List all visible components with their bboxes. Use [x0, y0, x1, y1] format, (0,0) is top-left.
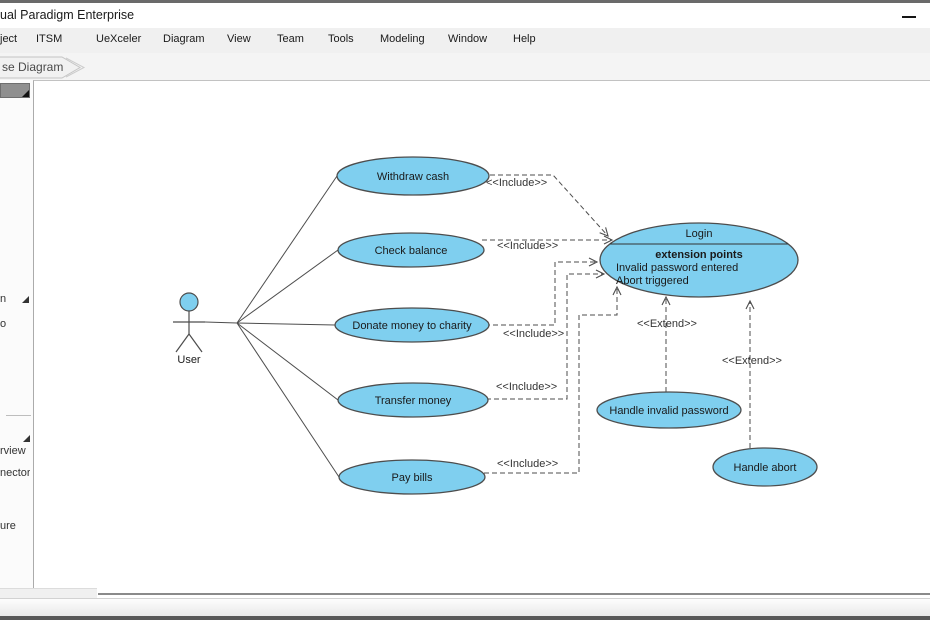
status-bar: [0, 598, 930, 616]
palette-expand-triangle-icon: [23, 435, 30, 442]
actor-head: [179, 292, 199, 312]
palette-expand-triangle-icon: [22, 296, 29, 303]
selected-tool-button[interactable]: [0, 83, 30, 98]
use-case-pay-bills[interactable]: Pay bills: [338, 459, 486, 495]
use-case-login[interactable]: Login extension points Invalid password …: [599, 222, 799, 298]
minimize-icon: [902, 16, 916, 18]
menu-item-diagram[interactable]: Diagram: [163, 33, 205, 45]
include-connector-pay-bills-login[interactable]: [484, 285, 622, 474]
palette-item-partial[interactable]: ure: [0, 520, 16, 532]
diagram-canvas[interactable]: <<Include>> <<Include>> <<Include>> <<In…: [33, 80, 930, 595]
palette-item-overview-partial[interactable]: rview: [0, 445, 26, 457]
use-case-label: Withdraw cash: [377, 171, 449, 183]
title-bar: ual Paradigm Enterprise: [0, 3, 930, 28]
use-case-label: Login: [686, 228, 713, 240]
menu-item-uexceler[interactable]: UeXceler: [96, 33, 142, 45]
use-case-withdraw-cash[interactable]: Withdraw cash: [336, 156, 490, 196]
use-case-label: Transfer money: [375, 395, 452, 407]
extend-label: <<Extend>>: [722, 355, 782, 367]
menu-item-view[interactable]: View: [227, 33, 251, 45]
palette-item-partial[interactable]: o: [0, 318, 7, 330]
association-connector[interactable]: [236, 175, 338, 324]
include-label: <<Include>>: [503, 328, 564, 340]
canvas-bottom-border: [98, 593, 930, 595]
tool-expand-triangle-icon: [22, 90, 29, 97]
extension-points-header: extension points: [655, 249, 742, 261]
include-label: <<Include>>: [497, 240, 558, 252]
palette-item-partial[interactable]: n: [0, 293, 7, 305]
extension-point: Invalid password entered: [616, 262, 738, 274]
association-connector[interactable]: [236, 322, 339, 401]
menu-bar: ject ITSM UeXceler Diagram View Team Too…: [0, 28, 930, 53]
include-connector-donate-login[interactable]: [485, 257, 599, 326]
use-case-transfer-money[interactable]: Transfer money: [337, 382, 489, 418]
use-case-label: Handle invalid password: [609, 405, 728, 417]
include-label: <<Include>>: [496, 381, 557, 393]
association-connector[interactable]: [236, 322, 340, 478]
menu-item-team[interactable]: Team: [277, 33, 304, 45]
association-connector[interactable]: [236, 249, 339, 324]
use-case-diagram: <<Include>> <<Include>> <<Include>> <<In…: [173, 156, 818, 495]
use-case-label: Check balance: [375, 245, 448, 257]
menu-item-itsm[interactable]: ITSM: [36, 33, 63, 45]
include-connector-withdraw-cash-login[interactable]: [490, 174, 609, 237]
use-case-handle-invalid-password[interactable]: Handle invalid password: [596, 391, 742, 429]
menu-item-project[interactable]: ject: [0, 33, 18, 45]
include-label: <<Include>>: [497, 458, 558, 470]
actor-user[interactable]: User: [173, 292, 205, 366]
tab-label: se Diagram: [2, 60, 64, 74]
use-case-label: Handle abort: [734, 462, 797, 474]
extension-point: Abort triggered: [616, 275, 689, 287]
association-connector[interactable]: [204, 321, 238, 324]
actor-label: User: [177, 354, 201, 366]
extend-label: <<Extend>>: [637, 318, 697, 330]
diagram-toolbar: n o rview nector ure: [0, 80, 33, 598]
window-bottom-edge: [0, 616, 930, 620]
association-connector[interactable]: [236, 322, 336, 326]
minimize-button[interactable]: [900, 7, 918, 25]
diagram-tab[interactable]: se Diagram: [0, 56, 110, 79]
association-connectors[interactable]: [204, 175, 340, 478]
window-top-edge: [0, 0, 930, 3]
actor-body: [173, 311, 205, 353]
use-case-handle-abort[interactable]: Handle abort: [712, 447, 818, 487]
use-case-label: Pay bills: [392, 472, 433, 484]
include-label: <<Include>>: [486, 177, 547, 189]
menu-item-window[interactable]: Window: [448, 33, 488, 45]
use-case-donate-money[interactable]: Donate money to charity: [334, 307, 490, 343]
tab-chevron-shape: [0, 56, 86, 79]
menu-item-tools[interactable]: Tools: [328, 33, 354, 45]
window-title: ual Paradigm Enterprise: [0, 8, 135, 22]
use-case-label: Donate money to charity: [352, 320, 472, 332]
menu-item-modeling[interactable]: Modeling: [380, 33, 425, 45]
palette-footer: [0, 588, 97, 598]
include-connector-transfer-login[interactable]: [486, 269, 606, 400]
menu-item-help[interactable]: Help: [513, 33, 536, 45]
palette-item-connector-partial[interactable]: nector: [0, 467, 30, 479]
breadcrumb-bar: se Diagram: [0, 53, 930, 80]
use-case-check-balance[interactable]: Check balance: [337, 232, 485, 268]
palette-divider: [6, 415, 31, 416]
